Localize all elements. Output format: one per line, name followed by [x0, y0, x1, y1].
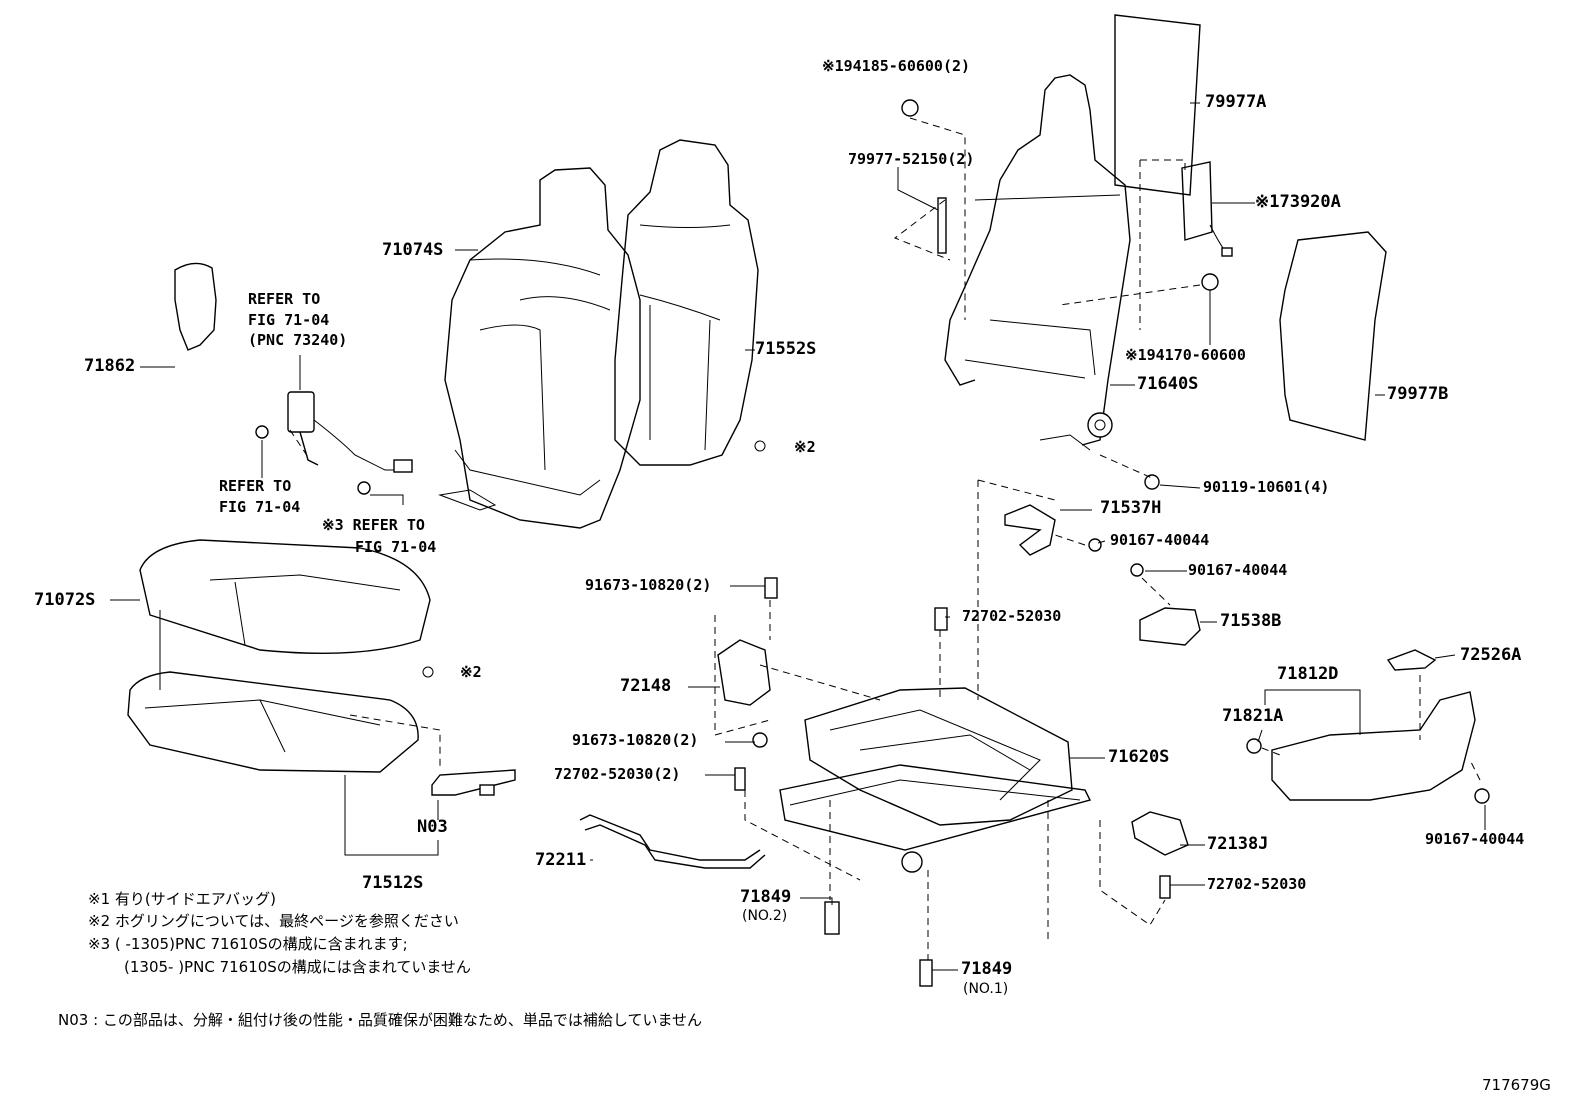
label-hog-ring-2: ※2 [460, 663, 482, 681]
label-71537h: 71537H [1100, 498, 1162, 518]
label-no2: (NO.2) [742, 908, 788, 924]
bolt-90167-a [1088, 538, 1102, 552]
plate-79977b [1279, 231, 1387, 441]
label-79977b: 79977B [1387, 384, 1449, 404]
side-shield-71812d [1271, 691, 1476, 801]
label-71862: 71862 [84, 356, 136, 376]
retainer-94170 [1201, 273, 1219, 291]
label-79977a: 79977A [1205, 92, 1267, 112]
bolt-90167-c [1474, 788, 1490, 804]
label-71640s: 71640S [1137, 374, 1199, 394]
label-fig-71-04-2: FIG 71-04 [219, 498, 301, 516]
knob-72526a [1386, 649, 1437, 671]
label-94185-60600: ※194185-60600(2) [822, 57, 971, 75]
strip-79977-52150 [937, 197, 947, 254]
label-71072s: 71072S [34, 590, 96, 610]
hog-ring-1 [754, 440, 766, 452]
cover-72138j [1131, 811, 1189, 856]
label-90167-40044-b: 90167-40044 [1188, 561, 1288, 579]
label-73920a: ※173920A [1255, 192, 1341, 212]
label-71512s: 71512S [362, 873, 424, 893]
wire-72211-b [584, 824, 766, 869]
label-fig-71-04-3: FIG 71-04 [355, 538, 437, 556]
label-71812d: 71812D [1277, 664, 1339, 684]
label-90167-40044-a: 90167-40044 [1110, 531, 1210, 549]
bolt-91673-b [752, 732, 768, 748]
note-1: ※1 有り(サイドエアバッグ) [88, 890, 276, 908]
note-3b: (1305- )PNC 71610Sの構成には含まれていません [124, 958, 471, 976]
seat-belt-buckle [255, 391, 413, 495]
seatback-cover-71074s [438, 167, 641, 529]
bolt-72702-b [734, 767, 746, 791]
pin-71849-no2 [824, 901, 840, 935]
figure-id: 717679G [1482, 1076, 1551, 1094]
label-72526a: 72526A [1460, 645, 1522, 665]
label-71538b: 71538B [1220, 611, 1282, 631]
label-79977-52150: 79977-52150(2) [848, 150, 975, 168]
label-94170-60600: ※194170-60600 [1125, 346, 1246, 364]
label-71849-no1: 71849 [961, 959, 1013, 979]
label-91673-10820-b: 91673-10820(2) [572, 731, 699, 749]
note-3a: ※3 ( -1305)PNC 71610Sの構成に含まれます; [88, 935, 408, 953]
label-hog-ring-1: ※2 [794, 438, 816, 456]
side-airbag-73920a [1181, 161, 1233, 257]
note-n03: N03 : この部品は、分解・組付け後の性能・品質確保が困難なため、単品では補給… [58, 1011, 703, 1029]
label-72702-52030-a: 72702-52030 [962, 607, 1062, 625]
label-72211: 72211 [535, 850, 587, 870]
label-no1: (NO.1) [963, 981, 1009, 997]
bracket-72148 [717, 639, 771, 706]
label-pnc-73240: (PNC 73240) [248, 331, 348, 349]
retainer-94185 [901, 99, 919, 117]
bracket-71537h [1004, 504, 1056, 556]
label-n03: N03 [417, 817, 448, 837]
label-71552s: 71552S [755, 339, 817, 359]
part-n03 [431, 769, 516, 796]
cover-71862 [174, 262, 217, 351]
label-72702-52030-c: 72702-52030 [1207, 875, 1307, 893]
bolt-91673-a [764, 577, 778, 599]
seatback-pad-71552s [614, 139, 759, 466]
bracket-71538b [1139, 607, 1201, 646]
label-72148: 72148 [620, 676, 672, 696]
plate-79977a [1114, 14, 1201, 196]
hog-ring-2 [422, 666, 434, 678]
label-refer-to-1: REFER TO [248, 290, 321, 308]
wire-72211 [579, 814, 761, 861]
label-91673-10820-a: 91673-10820(2) [585, 576, 712, 594]
seatback-frame-71640s [944, 74, 1131, 451]
pin-71849-no1 [919, 959, 933, 987]
label-72702-52030-b: 72702-52030(2) [554, 765, 681, 783]
label-71849-no2: 71849 [740, 887, 792, 907]
label-90119-10601: 90119-10601(4) [1203, 478, 1330, 496]
bolt-90119 [1144, 474, 1160, 490]
label-fig-71-04-1: FIG 71-04 [248, 311, 330, 329]
label-refer-to-3: ※3 REFER TO [322, 516, 425, 534]
label-71620s: 71620S [1108, 747, 1170, 767]
bolt-72702-c [1159, 875, 1171, 899]
label-72138j: 72138J [1207, 834, 1269, 854]
clip-71821a [1246, 738, 1262, 754]
seat-adjuster-71620s [779, 687, 1092, 873]
label-71821a: 71821A [1222, 706, 1284, 726]
seat-cushion-pad-71512s [127, 671, 419, 773]
seat-cushion-cover-71072s [139, 539, 431, 690]
bolt-72702-a [934, 607, 948, 631]
label-90167-40044-c: 90167-40044 [1425, 830, 1525, 848]
bolt-90167-b [1130, 563, 1144, 577]
note-2: ※2 ホグリングについては、最終ページを参照ください [88, 912, 459, 930]
label-71074s: 71074S [382, 240, 444, 260]
label-refer-to-2: REFER TO [219, 477, 292, 495]
